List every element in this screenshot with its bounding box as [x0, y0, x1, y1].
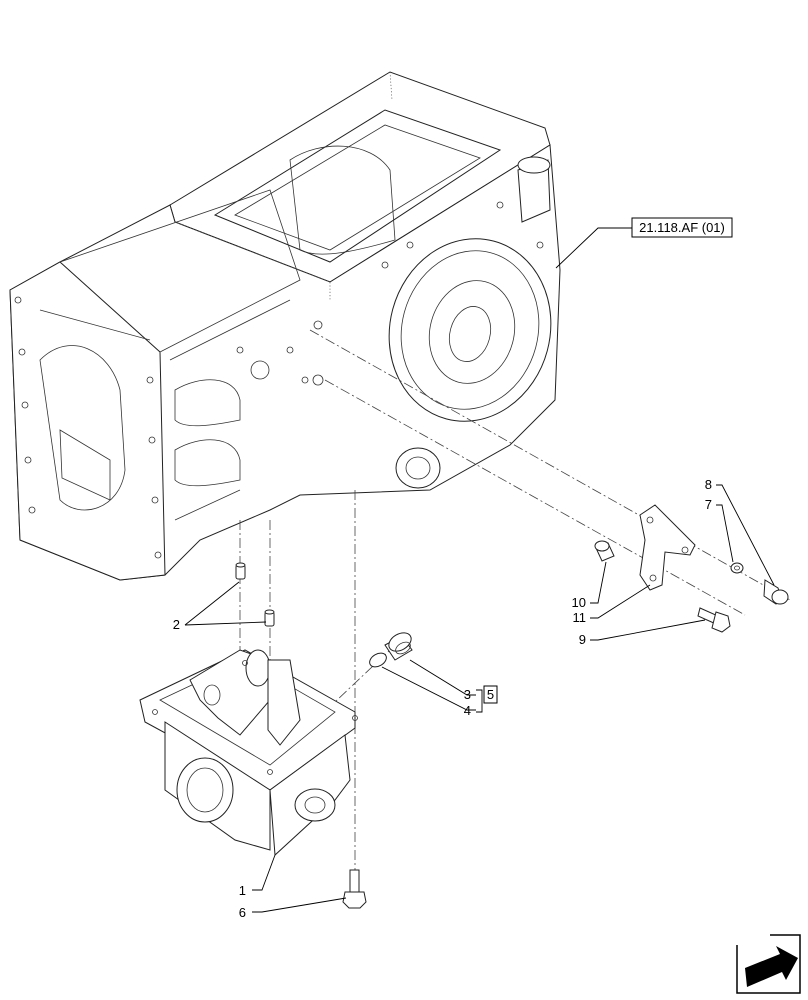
o-ring-part [369, 652, 387, 668]
callout-5: 5 [487, 687, 494, 702]
callout-2: 2 [173, 617, 180, 632]
callout-labels: 1 2 3 4 5 6 7 8 9 10 11 [173, 477, 712, 920]
leader-lines [184, 227, 775, 913]
dowel-pin-1 [235, 562, 246, 580]
next-page-arrow-icon[interactable] [736, 934, 801, 994]
callout-9: 9 [579, 632, 586, 647]
reference-tag-text: 21.118.AF (01) [639, 220, 725, 235]
lower-housing-part [139, 649, 358, 857]
callout-4: 4 [464, 703, 471, 718]
spacer-part [594, 540, 615, 562]
plug-part [384, 632, 413, 661]
callout-10: 10 [572, 595, 586, 610]
callout-6: 6 [239, 905, 246, 920]
callout-8: 8 [705, 477, 712, 492]
callout-3: 3 [464, 687, 471, 702]
reference-tag[interactable]: 21.118.AF (01) [631, 217, 733, 238]
callout-1: 1 [239, 883, 246, 898]
bolt-part-6 [342, 869, 367, 909]
bolt-part-8 [763, 579, 789, 605]
callout-7: 7 [705, 497, 712, 512]
bolt-part-9 [697, 607, 731, 633]
callout-11: 11 [573, 610, 587, 625]
washer-part [730, 562, 744, 574]
dowel-pin-2 [264, 609, 275, 627]
bracket-part [639, 504, 696, 591]
transmission-housing [9, 71, 561, 581]
